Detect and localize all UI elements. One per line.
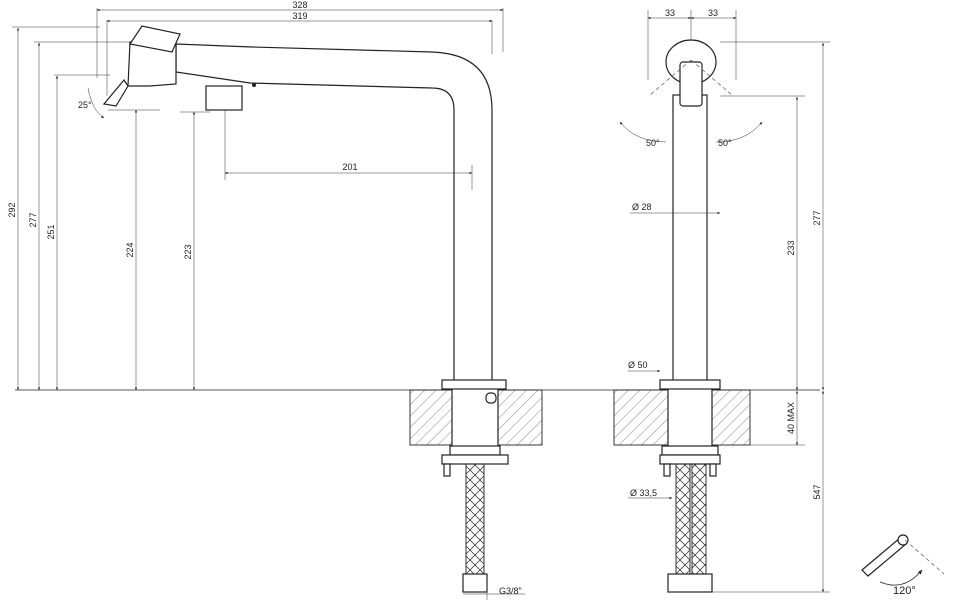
front-connectors [667, 573, 713, 593]
arc-left [619, 121, 667, 143]
braided-hose [465, 463, 485, 575]
dim-angle-right: 50° [718, 138, 732, 148]
lever-handle [128, 25, 181, 53]
front-nut-upper [661, 445, 719, 456]
dim-reach: 201 [342, 162, 357, 172]
spray-button [205, 85, 243, 111]
stud-left [443, 463, 451, 477]
front-stud-right [709, 463, 717, 477]
dim-spout-width: 319 [292, 11, 307, 21]
front-mounting-shank [667, 387, 713, 449]
connection-label: G3/8" [499, 586, 522, 596]
rotation-label: 120° [893, 585, 916, 597]
front-hose-right [691, 463, 707, 575]
lever-right-position [690, 59, 733, 96]
front-nut-lower [659, 454, 721, 465]
dim-hose-length: 547 [812, 484, 822, 499]
lever-left-position [649, 59, 692, 96]
arc-right [715, 121, 763, 143]
fixing-screw [485, 392, 497, 404]
dim-base-diameter: Ø 50 [628, 360, 648, 370]
dim-front-h233: 233 [786, 240, 796, 255]
front-base-flange [659, 379, 721, 390]
dim-shank-diameter: Ø 33,5 [630, 488, 657, 498]
dim-h251: 251 [46, 224, 56, 239]
nut-upper [449, 445, 501, 456]
hose-connector [462, 573, 488, 593]
spray-outlet [102, 78, 129, 107]
front-spray [679, 61, 703, 107]
dim-front-h277: 277 [812, 210, 822, 225]
base-flange [441, 379, 507, 390]
dim-h292: 292 [7, 202, 17, 217]
spout-body [175, 43, 493, 386]
front-stud-left [663, 463, 671, 477]
dim-h224: 224 [125, 242, 135, 257]
dim-h223: 223 [183, 244, 193, 259]
angle-arc [87, 87, 105, 119]
dim-overall-width: 328 [292, 0, 307, 10]
dim-body-diameter: Ø 28 [632, 202, 652, 212]
dim-counter-max: 40 MAX [786, 402, 796, 434]
dim-angle: 25° [78, 100, 92, 110]
side-view: 328 319 201 292 277 251 224 223 25° G3/8… [7, 0, 560, 600]
front-hose-left [675, 463, 691, 575]
front-view: 33 33 50° 50° Ø 28 Ø 50 Ø 33,5 277 233 4… [560, 8, 830, 593]
joint-dot [252, 83, 256, 87]
dim-half-right: 33 [708, 8, 718, 18]
dim-angle-left: 50° [646, 138, 660, 148]
rotation-arrow-icon: 120° [861, 534, 945, 597]
dim-h277: 277 [28, 212, 38, 227]
dim-half-left: 33 [665, 8, 675, 18]
front-body [672, 94, 708, 384]
nut-lower [441, 454, 509, 465]
